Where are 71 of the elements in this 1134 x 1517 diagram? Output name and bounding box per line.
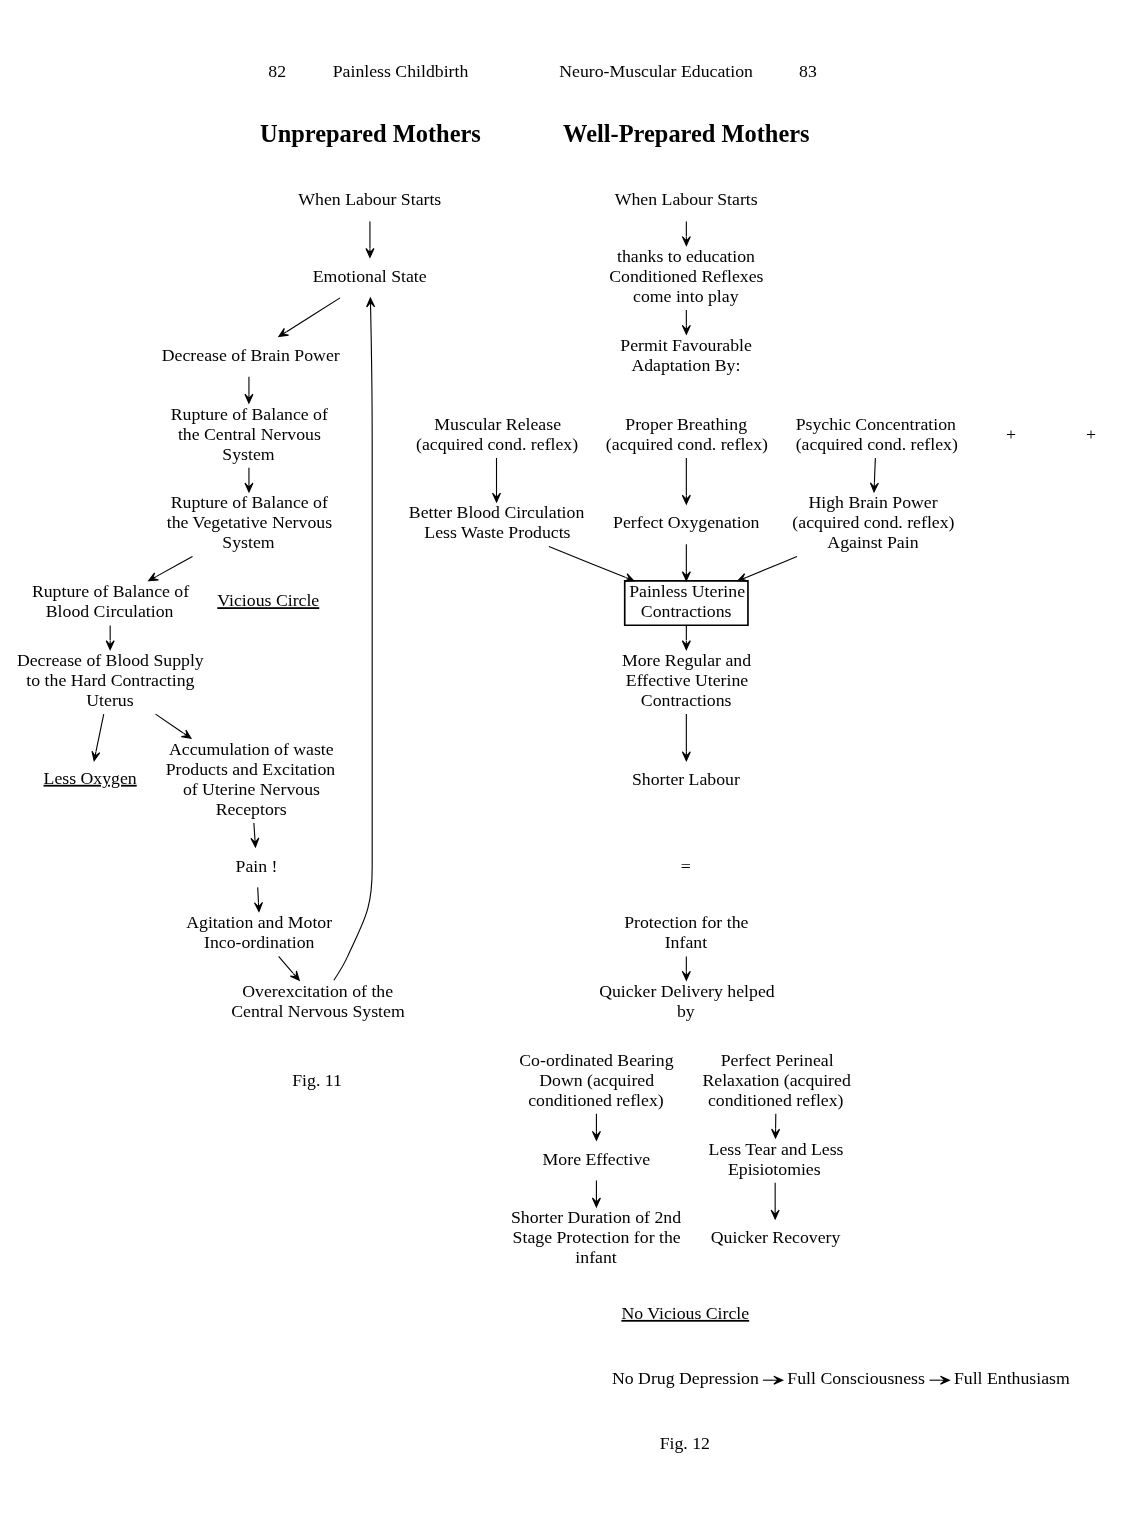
node-text: Decrease of Brain Power <box>161 344 340 365</box>
arrow <box>278 297 341 338</box>
node-text: Quicker Delivery helped by <box>599 980 775 1021</box>
arrow <box>365 220 375 258</box>
label: 82 <box>268 60 287 81</box>
node-text: Shorter Duration of 2nd Stage Protection for the infant <box>510 1207 682 1268</box>
arrow <box>148 555 194 582</box>
label: Painless Childbirth <box>332 60 469 81</box>
node-text: Decrease of Blood Supply to the Hard Contracting Uterus <box>16 650 204 711</box>
node-text: Rupture of Balance of the Vegetative Nervous System <box>166 492 333 553</box>
node-text: Shorter Labour <box>631 768 740 789</box>
node-text: High Brain Power (acquired cond. reflex) Against Pain <box>792 492 955 553</box>
node-text: Accumulation of waste Products and Excitation of Uterine Nervous Receptors <box>165 738 336 819</box>
label: + <box>1006 423 1017 444</box>
node-text: Emotional State <box>312 266 427 287</box>
node-text: Less Tear and Less Episiotomies <box>708 1138 844 1179</box>
arrow <box>869 457 879 493</box>
node-text: Agitation and Motor Inco-ordination <box>186 912 333 953</box>
node-text: Rupture of Balance of Blood Circulation <box>31 581 190 622</box>
label: 83 <box>799 60 817 81</box>
arrow <box>278 955 300 981</box>
arrow <box>681 457 691 505</box>
node-text: Quicker Recovery <box>710 1227 841 1248</box>
arrow <box>244 467 254 493</box>
label: Fig. 12 <box>659 1432 711 1453</box>
arrow <box>770 1182 780 1220</box>
node-text: No Drug Depression <box>611 1368 759 1389</box>
label: Fig. 11 <box>292 1069 342 1090</box>
arrow <box>244 376 254 404</box>
arrow <box>250 822 260 848</box>
label: Well-Prepared Mothers <box>563 119 810 147</box>
label: Vicious Circle <box>217 590 320 611</box>
node-text: When Labour Starts <box>298 189 442 210</box>
label: + <box>1086 423 1097 444</box>
node-text: More Effective <box>542 1148 651 1169</box>
node-text: Perfect Oxygenation <box>613 512 760 533</box>
node-text: Better Blood Circulation Less Waste Products <box>408 502 585 543</box>
arrow <box>333 297 376 981</box>
node-text: Less Oxygen <box>43 767 137 788</box>
arrow <box>681 955 691 981</box>
arrow <box>762 1375 784 1385</box>
label: Unprepared Mothers <box>260 119 481 147</box>
node-text: Psychic Concentration (acquired cond. reflex) <box>795 413 958 454</box>
node-text: Pain ! <box>235 855 278 876</box>
node-text: When Labour Starts <box>614 189 758 210</box>
node-text: Co-ordinated Bearing Down (acquired conditioned reflex) <box>519 1049 674 1110</box>
label: No Vicious Circle <box>621 1302 750 1323</box>
node-box: Painless Uterine Contractions <box>623 580 749 627</box>
arrow <box>681 713 691 762</box>
node-text: Full Consciousness <box>787 1368 925 1389</box>
node-text: Overexcitation of the Central Nervous System <box>231 980 405 1021</box>
arrow <box>91 713 105 762</box>
arrow <box>681 543 691 582</box>
arrow <box>591 1179 601 1208</box>
node-text: Full Enthusiasm <box>953 1368 1070 1389</box>
node-text: Protection for the Infant <box>624 912 749 953</box>
arrow <box>548 545 635 582</box>
arrow <box>737 555 798 582</box>
label: Neuro-Muscular Education <box>559 60 753 81</box>
label: = <box>680 855 691 876</box>
node-text: Rupture of Balance of the Central Nervous System <box>170 403 328 464</box>
node-text: Perfect Perineal Relaxation (acquired conditioned reflex) <box>702 1049 851 1110</box>
node-text: Permit Favourable Adaptation By: <box>620 334 752 375</box>
node-text: Proper Breathing (acquired cond. reflex) <box>605 413 768 454</box>
node-text: More Regular and Effective Uterine Contractions <box>621 650 752 711</box>
node-text: thanks to education Conditioned Reflexes come into play <box>609 246 764 306</box>
arrow <box>155 713 192 739</box>
node-text: Muscular Release (acquired cond. reflex) <box>416 413 579 454</box>
arrow <box>253 886 264 913</box>
arrow <box>681 220 691 247</box>
arrow <box>491 457 502 503</box>
